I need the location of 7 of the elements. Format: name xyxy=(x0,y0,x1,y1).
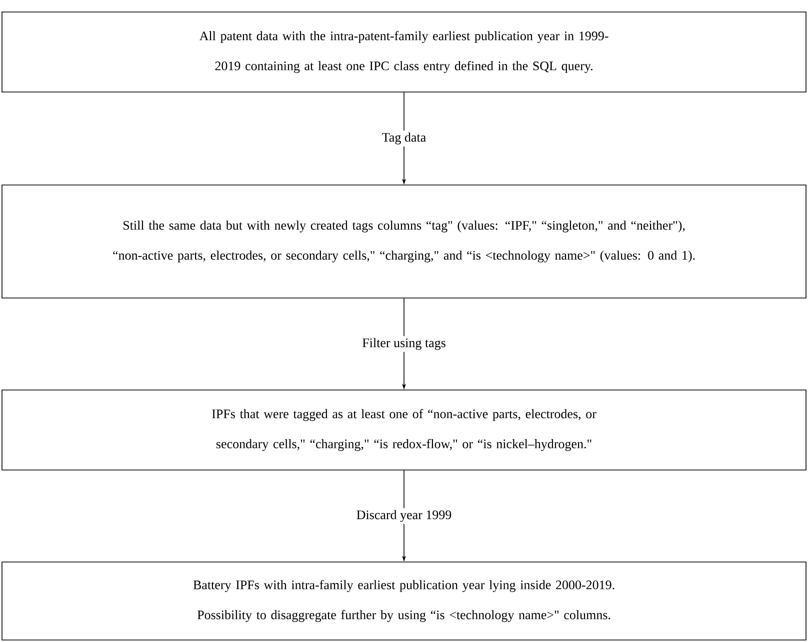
edge-label: Filter using tags xyxy=(362,338,446,350)
process-box: All patent data with the intra-patent-family earliest publication year in 1999-2019 containing at least one IPC class entry defined in the SQL query. xyxy=(2,12,806,92)
process-box: Still the same data but with newly created tags columns “tag" (values: “IPF," “singleton," and “neither"), “non-active parts, electrodes, or secondary cells," “charging," and “is <technology name>" (values: 0 and 1). xyxy=(2,184,806,298)
process-box: Battery IPFs with intra-family earliest publication year lying inside 2000-2019. Possibility to disaggregate further by using “is <technology name>" columns. xyxy=(2,562,806,640)
edge-label: Tag data xyxy=(382,132,426,144)
edge-label: Discard year 1999 xyxy=(356,510,452,522)
process-box: IPFs that were tagged as at least one of “non-active parts, electrodes, or secondary cells," “charging," “is redox-flow," or “is nickel–hydrogen." xyxy=(2,390,806,470)
